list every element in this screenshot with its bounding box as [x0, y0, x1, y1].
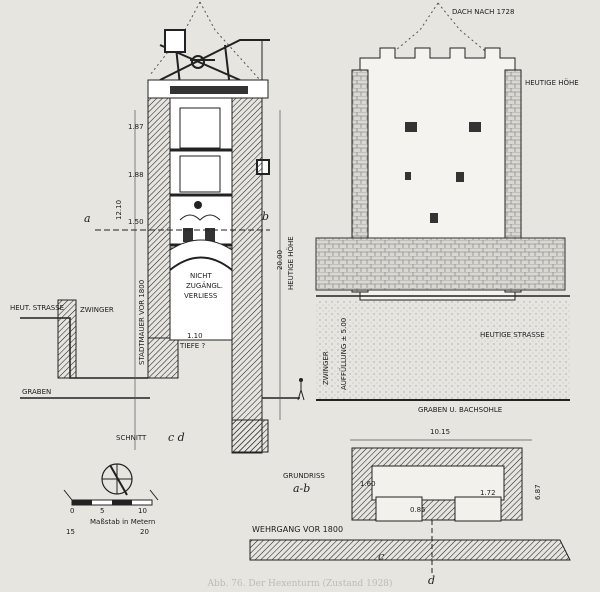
small-dim: 1.10: [187, 332, 203, 340]
town-wall-label: STADTMAUER VOR 1800: [138, 280, 146, 365]
figure-caption: Abb. 76. Der Hexenturm (Zustand 1928): [207, 579, 393, 589]
scale-bar: [63, 489, 159, 506]
cut-right-label: b: [262, 210, 269, 223]
section-label: SCHNITT: [116, 434, 147, 442]
plan-dim-2: 1.72: [480, 489, 496, 497]
plan-letters: a-b: [293, 482, 310, 495]
walkway-label: WEHRGANG VOR 1800: [252, 525, 343, 534]
plan-dim-4: 0.85: [410, 506, 426, 514]
scale-tick2-0: 15: [66, 528, 75, 536]
depth-label: TIEFE ?: [179, 342, 205, 350]
roof-label: DACH NACH 1728: [452, 8, 514, 16]
plan-drawing: [249, 439, 571, 575]
scale-tick-2: 10: [138, 507, 147, 515]
street-label: HEUT. STRASSE: [10, 304, 64, 312]
cut-left-label: a: [84, 212, 91, 225]
dungeon-line-3: VERLIESS: [184, 292, 218, 300]
elev-today-street: HEUTIGE STRASSE: [480, 331, 545, 339]
scale-tick-0: 0: [70, 507, 74, 515]
dim-1: 1.87: [128, 123, 144, 131]
elev-kennel: ZWINGER: [322, 351, 330, 385]
north-arrow: [101, 463, 133, 496]
scale-tick-1: 5: [100, 507, 104, 515]
plan-dim-3: 6.87: [534, 484, 542, 500]
plan-label: GRUNDRISS: [283, 472, 325, 480]
cut-d-label: d: [428, 574, 435, 587]
plan-dim-1: 1.60: [360, 480, 376, 488]
elev-moat-bottom: GRABEN U. BACHSOHLE: [418, 406, 502, 414]
section-drawing: [20, 1, 305, 454]
dungeon-line-2: ZUGÄNGL.: [186, 281, 223, 290]
dim-3: 1.50: [128, 218, 144, 226]
height-label: 12.10: [115, 200, 123, 220]
dungeon-line-1: NICHT: [190, 272, 212, 280]
scale-tick2-1: 20: [140, 528, 149, 536]
kennel-label: ZWINGER: [80, 306, 114, 314]
section-letters: c d: [168, 431, 185, 444]
elevation-drawing: [315, 2, 571, 401]
today-height-num: 20.00: [276, 250, 284, 270]
elev-today-height: HEUTIGE HÖHE: [525, 78, 579, 87]
moat-label: GRABEN: [22, 388, 51, 396]
plan-width: 10.15: [430, 428, 450, 436]
cut-c-label: c: [378, 550, 384, 563]
today-height-label: HEUTIGE HÖHE: [286, 236, 295, 290]
elev-fill: AUFFÜLLUNG ± 5.00: [339, 318, 348, 390]
hoist-crane: [159, 29, 270, 175]
dim-2: 1.88: [128, 171, 144, 179]
scale-label: Maßstab in Metern: [90, 518, 155, 526]
